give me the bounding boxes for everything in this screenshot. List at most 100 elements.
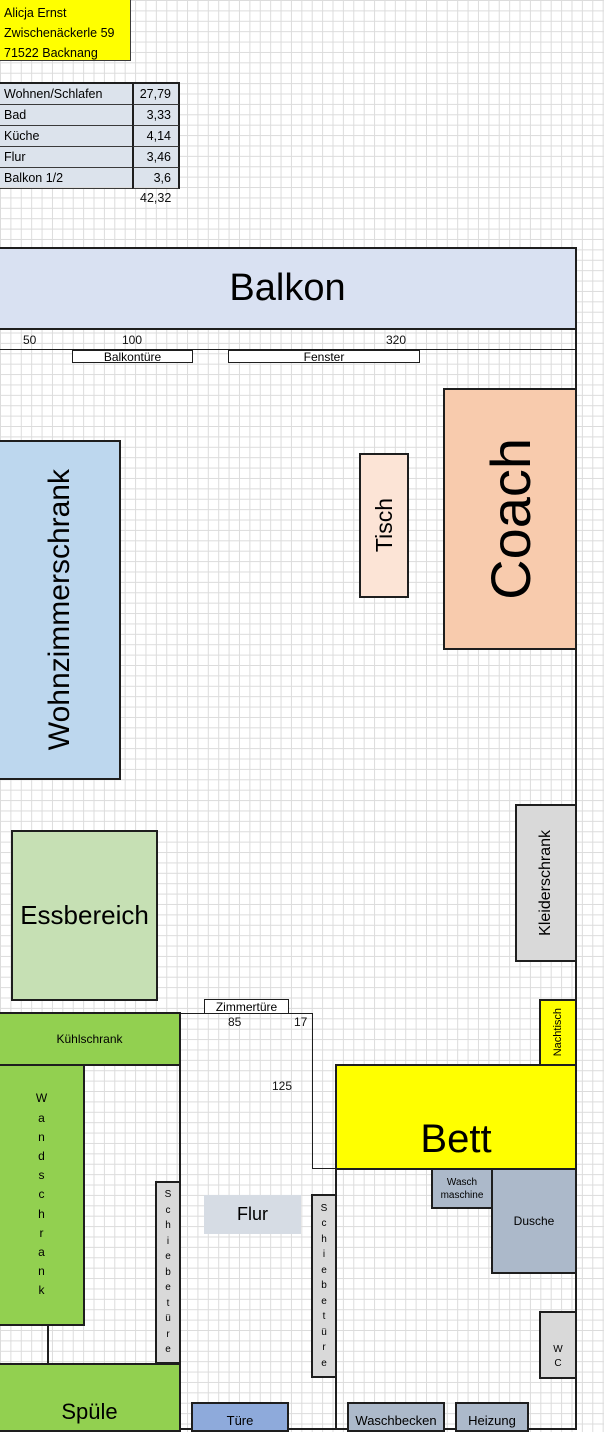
room-name: Balkon 1/2 xyxy=(0,168,132,189)
schiebetuere-letter: e xyxy=(165,1344,171,1356)
room-area: 4,14 xyxy=(132,126,180,147)
table-row: Flur 3,46 xyxy=(0,147,180,168)
wall-line xyxy=(0,349,577,350)
dimension-17: 17 xyxy=(294,1015,308,1029)
schiebetuere-letter: i xyxy=(322,1249,326,1261)
zimmertuere-label: Zimmertüre xyxy=(215,999,278,1014)
heizung-label: Heizung xyxy=(468,1412,516,1428)
schiebetuere-letter: i xyxy=(166,1235,170,1247)
room-area: 3,46 xyxy=(132,147,180,168)
wc-letter: C xyxy=(554,1358,562,1369)
dimension-85: 85 xyxy=(228,1015,242,1029)
balkontuere: Balkontüre xyxy=(72,349,193,364)
wandschrank-letter: c xyxy=(38,1187,45,1202)
schiebetuere-letter: S xyxy=(164,1189,172,1201)
tisch-label: Tisch xyxy=(370,498,397,553)
schiebetuere-letter: e xyxy=(321,1264,327,1276)
waschmaschine: Wasch maschine xyxy=(431,1168,493,1209)
heizung: Heizung xyxy=(455,1402,529,1432)
wall-line xyxy=(312,1168,336,1169)
wc-letter: W xyxy=(553,1344,563,1355)
table-row: Wohnen/Schlafen 27,79 xyxy=(0,84,180,105)
table-row: Bad 3,33 xyxy=(0,105,180,126)
dusche: Dusche xyxy=(491,1168,577,1274)
balkontuere-label: Balkontüre xyxy=(103,349,162,364)
wall-line xyxy=(312,1013,313,1168)
dusche-label: Dusche xyxy=(513,1214,555,1228)
waschbecken: Waschbecken xyxy=(347,1402,445,1432)
wandschrank-letter: a xyxy=(38,1110,45,1125)
flur: Flur xyxy=(204,1195,301,1234)
room-name: Bad xyxy=(0,105,132,126)
wandschrank-letter: n xyxy=(38,1129,45,1144)
wohnzimmerschrank-label: Wohnzimmerschrank xyxy=(42,469,76,751)
wandschrank-letter: n xyxy=(38,1264,45,1279)
kuehlschrank: Kühlschrank xyxy=(0,1012,181,1066)
wohnzimmerschrank: Wohnzimmerschrank xyxy=(0,440,121,780)
nachtisch-label: Nachtisch xyxy=(552,1008,564,1057)
zimmertuere: Zimmertüre xyxy=(204,999,289,1014)
wandschrank: W a n d s c h r a n k xyxy=(0,1064,85,1326)
area-total: 42,32 xyxy=(140,191,172,205)
room-name: Küche xyxy=(0,126,132,147)
coach-label: Coach xyxy=(478,438,542,600)
schiebetuere-letter: c xyxy=(321,1218,327,1230)
area-table: Wohnen/Schlafen 27,79 Bad 3,33 Küche 4,1… xyxy=(0,82,180,189)
room-area: 3,6 xyxy=(132,168,180,189)
schiebetuere-letter: t xyxy=(166,1297,170,1309)
tisch: Tisch xyxy=(359,453,409,598)
address-city: 71522 Backnang xyxy=(4,46,98,60)
wandschrank-letter: W xyxy=(35,1091,48,1106)
wandschrank-letter: h xyxy=(38,1206,45,1221)
schiebetuere-letter: ü xyxy=(165,1313,171,1325)
schiebetuere-letter: e xyxy=(321,1357,327,1369)
wandschrank-letter: s xyxy=(38,1168,45,1183)
room-area: 27,79 xyxy=(132,84,180,105)
tuere: Türe xyxy=(191,1402,289,1432)
fenster: Fenster xyxy=(228,349,420,364)
dimension-50: 50 xyxy=(23,333,37,347)
tuere-label: Türe xyxy=(226,1412,254,1428)
fenster-label: Fenster xyxy=(303,349,345,364)
dimension-125: 125 xyxy=(272,1079,293,1093)
waschmaschine-label-1: Wasch xyxy=(446,1176,478,1188)
bett-label: Bett xyxy=(420,1116,492,1161)
essbereich: Essbereich xyxy=(11,830,158,1001)
dimension-320: 320 xyxy=(386,333,407,347)
room-name: Flur xyxy=(0,147,132,168)
schiebetuere-right: S c h i e b e t ü r e xyxy=(311,1194,337,1378)
waschmaschine-label-2: maschine xyxy=(440,1189,484,1201)
schiebetuere-letter: e xyxy=(165,1251,171,1263)
balkon: Balkon xyxy=(0,247,577,330)
schiebetuere-left: S c h i e b e t ü r e xyxy=(155,1181,181,1364)
schiebetuere-letter: S xyxy=(320,1202,328,1214)
room-name: Wohnen/Schlafen xyxy=(0,84,132,105)
table-row: Küche 4,14 xyxy=(0,126,180,147)
kleiderschrank: Kleiderschrank xyxy=(515,804,577,962)
waschbecken-label: Waschbecken xyxy=(355,1412,437,1428)
bett: Bett xyxy=(335,1064,577,1170)
wc: W C xyxy=(539,1311,577,1379)
kuehlschrank-label: Kühlschrank xyxy=(56,1032,123,1046)
schiebetuere-letter: h xyxy=(165,1220,171,1232)
essbereich-label: Essbereich xyxy=(20,900,149,930)
schiebetuere-letter: r xyxy=(166,1328,170,1340)
schiebetuere-letter: ü xyxy=(321,1326,327,1338)
room-area: 3,33 xyxy=(132,105,180,126)
wandschrank-letter: a xyxy=(38,1244,45,1259)
table-row: Balkon 1/2 3,6 xyxy=(0,168,180,189)
wall-line xyxy=(47,1324,49,1364)
wandschrank-letter: d xyxy=(38,1149,45,1164)
kleiderschrank-label: Kleiderschrank xyxy=(537,830,554,936)
address-name: Alicja Ernst xyxy=(4,6,67,20)
dimension-100: 100 xyxy=(122,333,143,347)
schiebetuere-letter: h xyxy=(321,1233,327,1245)
schiebetuere-letter: b xyxy=(321,1280,327,1292)
schiebetuere-letter: b xyxy=(165,1266,171,1278)
wandschrank-letter: k xyxy=(38,1283,45,1298)
coach: Coach xyxy=(443,388,577,650)
flur-label: Flur xyxy=(237,1204,268,1224)
schiebetuere-letter: r xyxy=(322,1342,326,1354)
wandschrank-letter: r xyxy=(39,1225,44,1240)
schiebetuere-letter: e xyxy=(321,1295,327,1307)
